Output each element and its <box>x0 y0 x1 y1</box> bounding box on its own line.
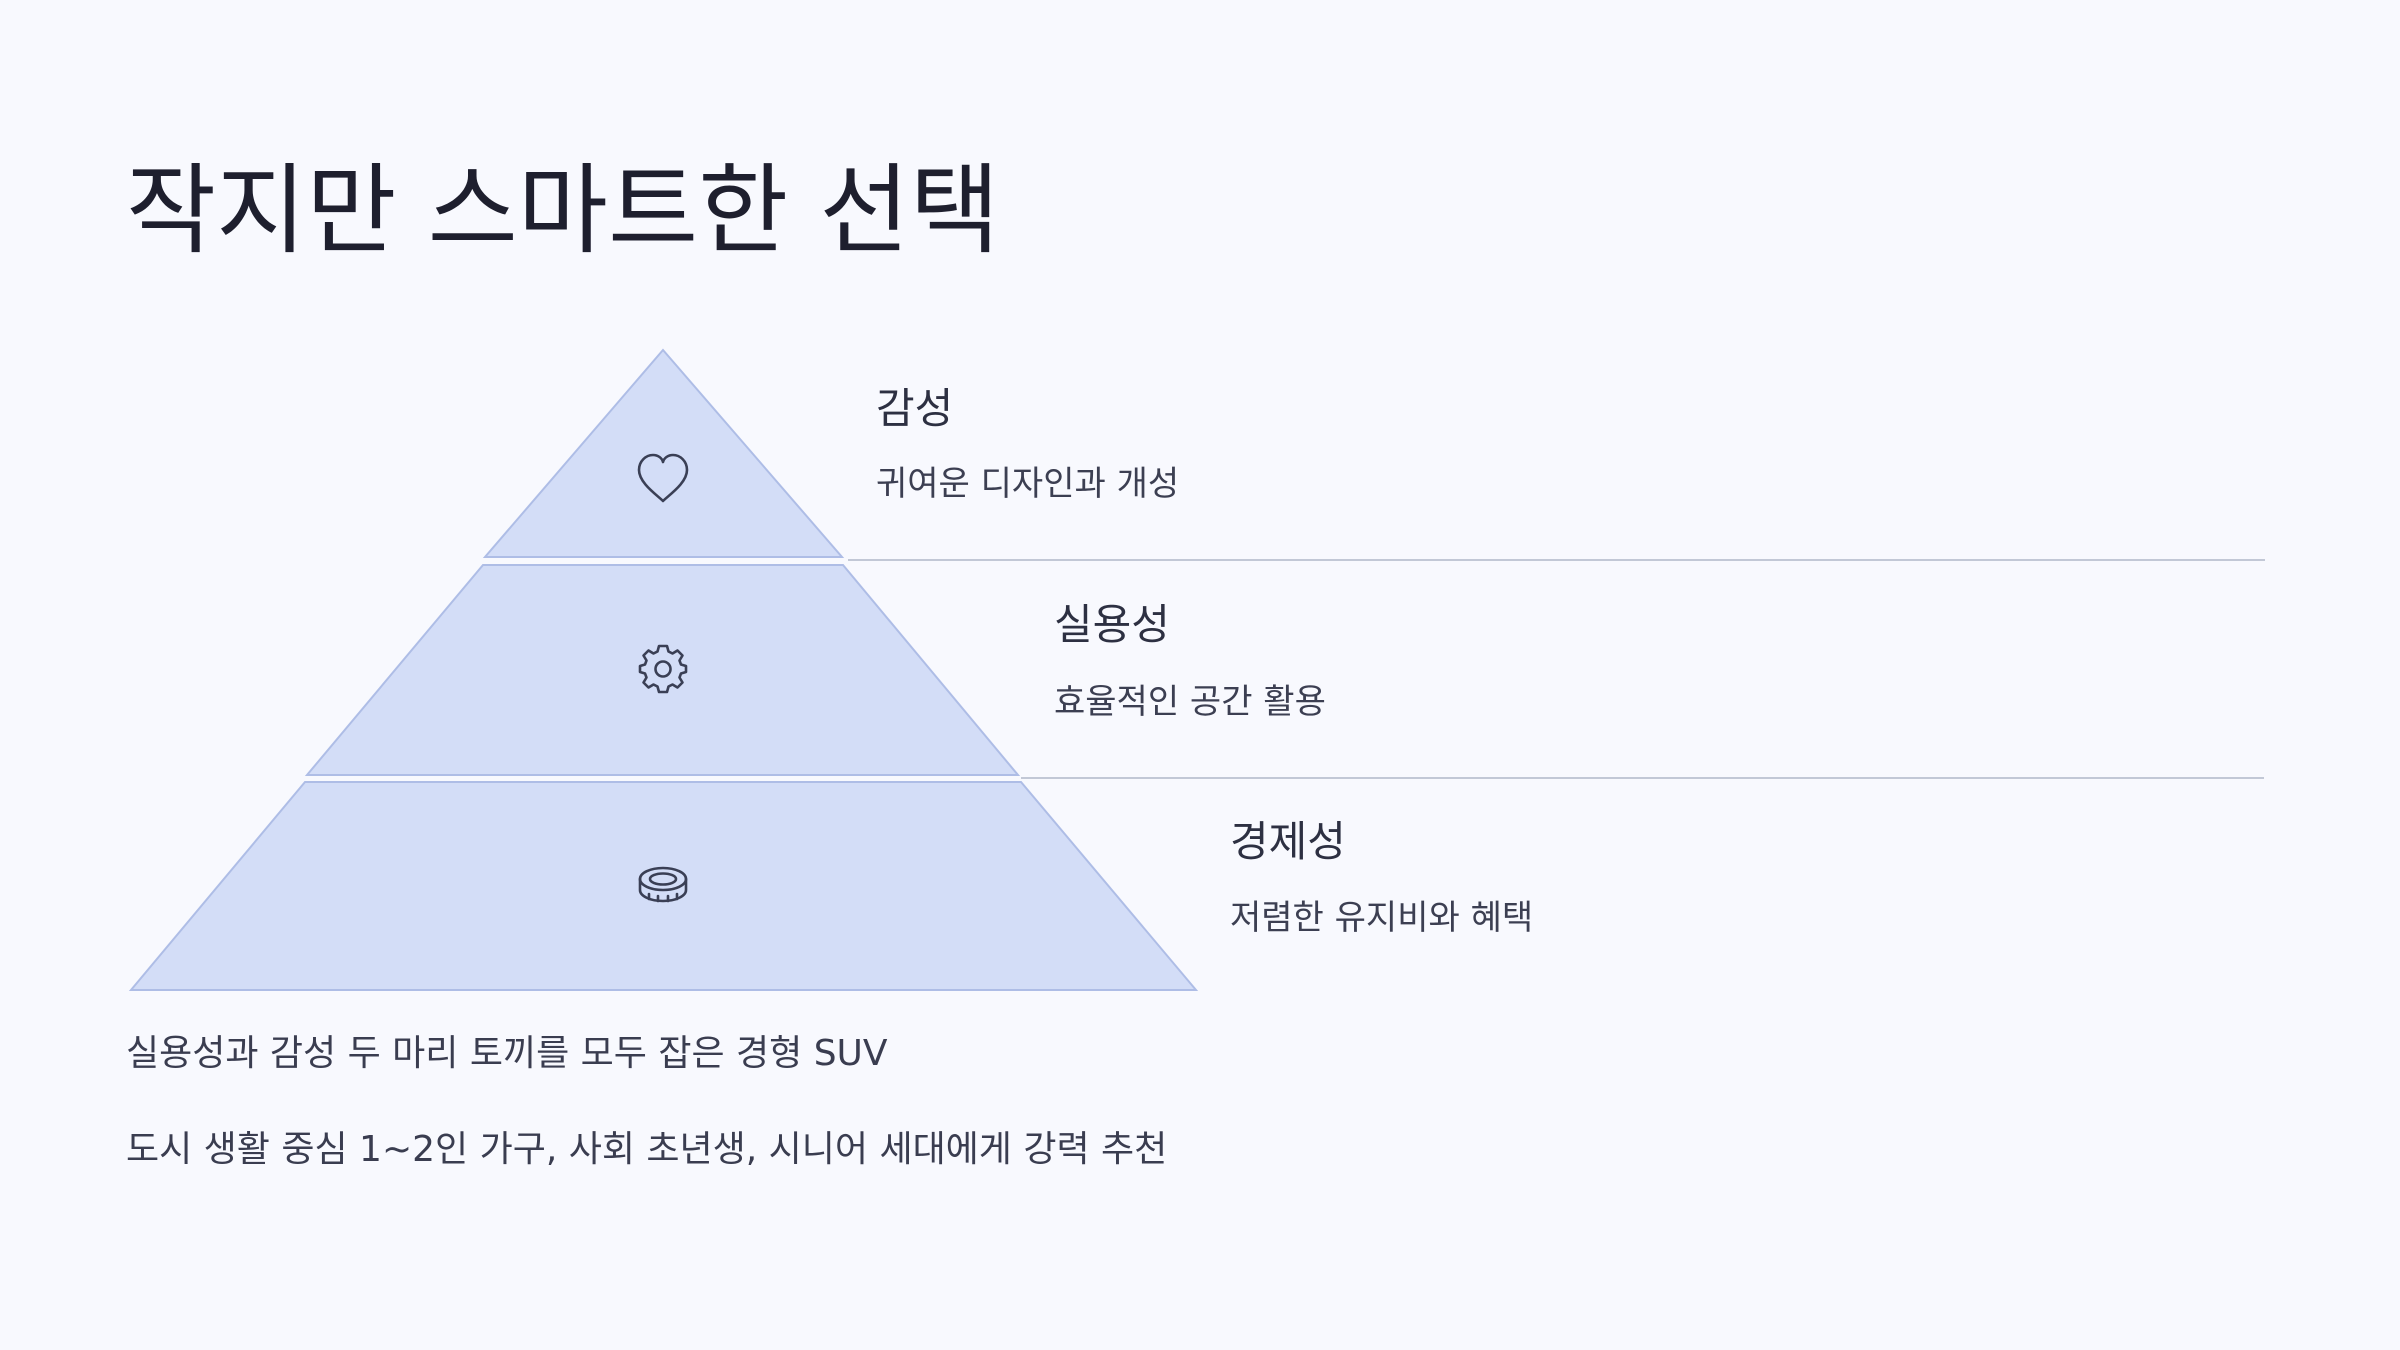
pyramid-tier-middle <box>304 564 1021 776</box>
summary-line-1: 실용성과 감성 두 마리 토끼를 모두 잡은 경형 SUV <box>126 1033 888 1074</box>
tier-description-practicality: 효율적인 공간 활용 <box>1054 682 1326 722</box>
tier-description-economy: 저렴한 유지비와 혜택 <box>1230 898 1534 938</box>
tier-description-emotion: 귀여운 디자인과 개성 <box>876 464 1180 504</box>
tier-title-emotion: 감성 <box>876 384 954 433</box>
pyramid-tier-top <box>482 348 845 558</box>
heart-icon <box>637 453 689 503</box>
summary-line-2: 도시 생활 중심 1~2인 가구, 사회 초년생, 시니어 세대에게 강력 추천 <box>126 1129 1168 1170</box>
tier-title-practicality: 실용성 <box>1054 600 1170 649</box>
slide-title: 작지만 스마트한 선택 <box>126 154 1000 268</box>
coin-icon <box>638 866 688 903</box>
gear-icon <box>638 644 688 694</box>
tier-title-economy: 경제성 <box>1230 817 1346 866</box>
pyramid-tier-bottom <box>128 781 1199 991</box>
